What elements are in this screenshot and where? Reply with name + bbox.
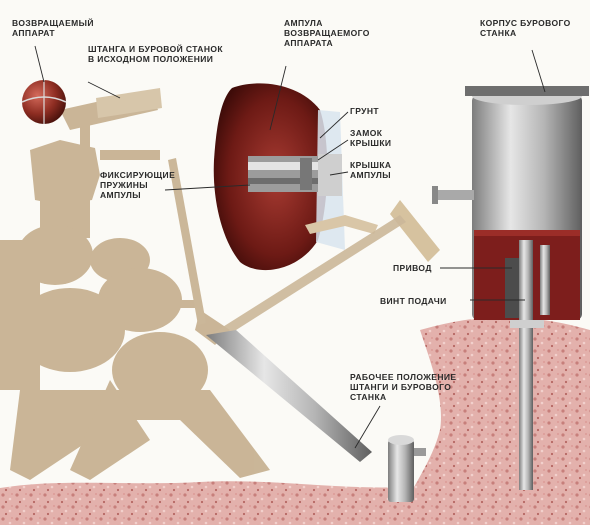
ampoule-cutaway	[214, 83, 345, 270]
label-rod-initial-position: ШТАНГА И БУРОВОЙ СТАНОК В ИСХОДНОМ ПОЛОЖ…	[88, 44, 223, 64]
label-ampoule: АМПУЛА ВОЗВРАЩАЕМОГО АППАРАТА	[284, 18, 370, 48]
soil-mound	[400, 317, 590, 525]
label-ampoule-cover: КРЫШКА АМПУЛЫ	[350, 160, 391, 180]
label-soil: ГРУНТ	[350, 106, 379, 116]
label-cover-lock: ЗАМОК КРЫШКИ	[350, 128, 391, 148]
label-fixing-springs: ФИКСИРУЮЩИЕ ПРУЖИНЫ АМПУЛЫ	[100, 170, 175, 200]
label-drive: ПРИВОД	[393, 263, 432, 273]
label-drill-housing: КОРПУС БУРОВОГО СТАНКА	[480, 18, 571, 38]
label-returned-apparatus: ВОЗВРАЩАЕМЫЙ АППАРАТ	[12, 18, 94, 38]
label-feed-screw: ВИНТ ПОДАЧИ	[380, 296, 447, 306]
label-working-position: РАБОЧЕЕ ПОЛОЖЕНИЕ ШТАНГИ И БУРОВОГО СТАН…	[350, 372, 457, 402]
